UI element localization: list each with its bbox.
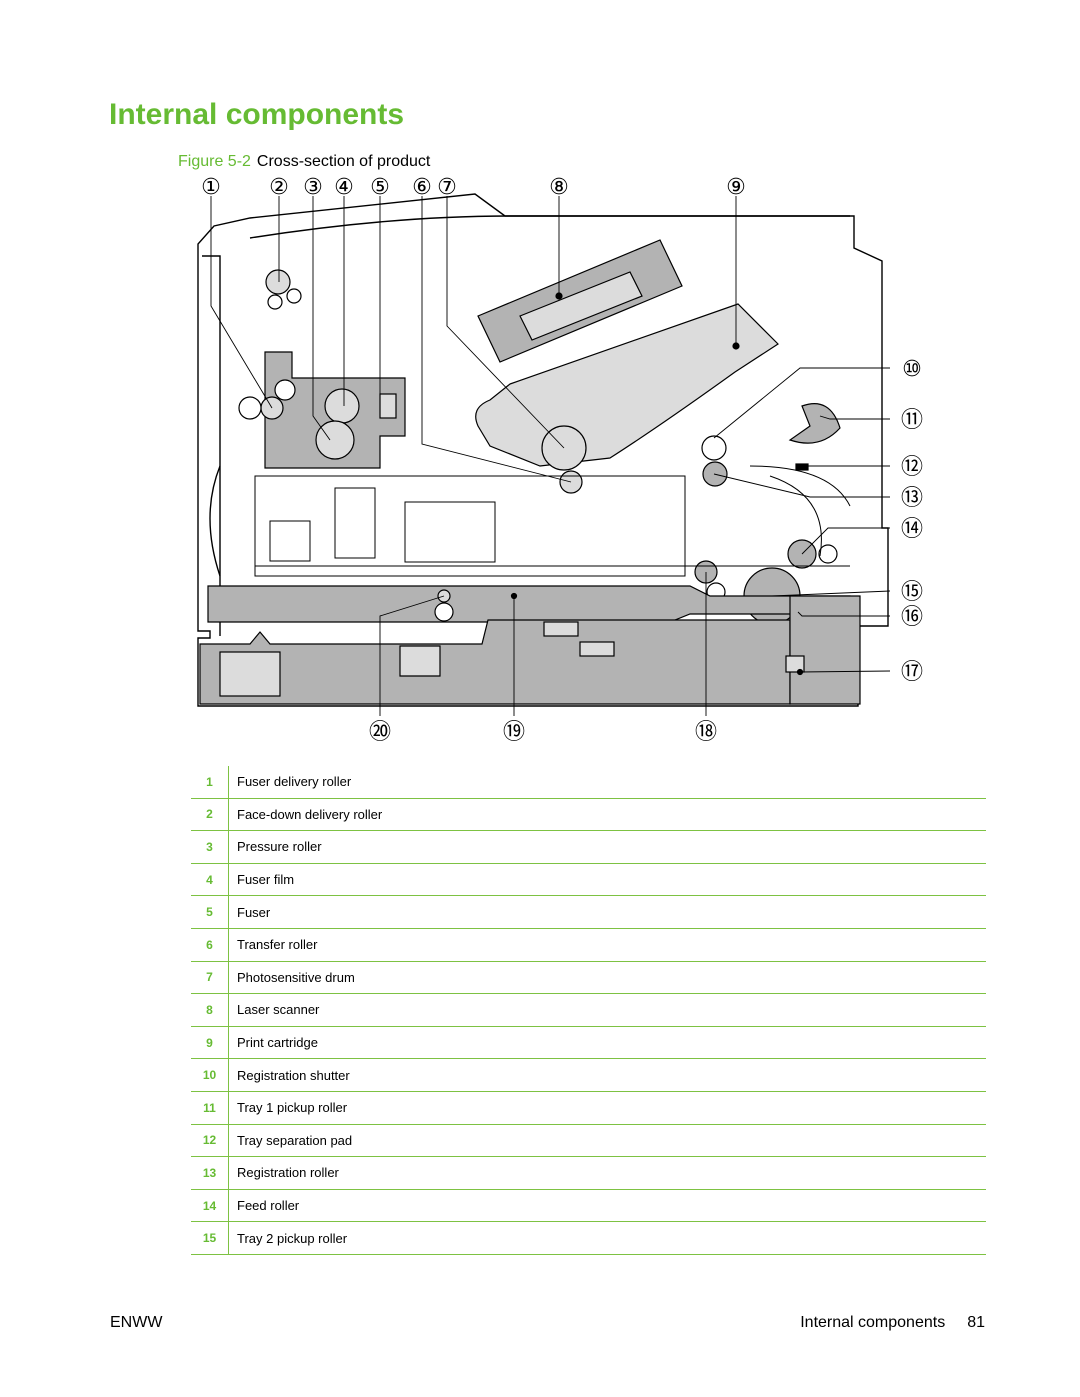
legend-label: Fuser delivery roller: [228, 766, 986, 799]
callout-19: ⑲: [503, 720, 525, 745]
legend-number: 12: [191, 1124, 229, 1158]
legend-number: 11: [191, 1091, 229, 1125]
fuser-shape: [238, 351, 406, 469]
callout-5: ⑤: [370, 176, 390, 200]
legend-number: 9: [191, 1026, 229, 1060]
legend-label: Registration roller: [228, 1156, 986, 1190]
delivery-rollers: [265, 269, 302, 310]
legend-label: Registration shutter: [228, 1058, 986, 1092]
leader-lines: [210, 196, 891, 716]
rear-curve: [209, 465, 221, 577]
callout-6: ⑥: [412, 176, 432, 200]
legend-number: 1: [191, 766, 229, 799]
callout-10: ⑩: [902, 357, 922, 382]
callout-9: ⑨: [726, 176, 746, 200]
footer-enww: ENWW: [110, 1314, 163, 1331]
legend-label: Laser scanner: [228, 993, 986, 1027]
legend-number: 3: [191, 830, 229, 864]
legend-number: 2: [191, 798, 229, 832]
legend-label: Photosensitive drum: [228, 961, 986, 995]
engine-area: [254, 465, 851, 577]
figure-title: Cross-section of product: [256, 153, 431, 170]
callout-4: ④: [334, 176, 354, 200]
legend-label: Fuser: [228, 895, 986, 929]
legend-label: Feed roller: [228, 1189, 986, 1223]
legend-number: 5: [191, 895, 229, 929]
callout-15: ⑮: [901, 580, 923, 605]
drum-shape: [541, 425, 587, 494]
legend-label: Tray 2 pickup roller: [228, 1221, 986, 1255]
legend-number: 4: [191, 863, 229, 897]
legend-label: Tray 1 pickup roller: [228, 1091, 986, 1125]
legend-label: Fuser film: [228, 863, 986, 897]
callout-14: ⑭: [901, 517, 923, 542]
callout-20: ⑳: [369, 720, 391, 745]
callout-labels: ① ② ③ ④ ⑤ ⑥ ⑦ ⑧ ⑨ ⑩ ⑪ ⑫ ⑬ ⑭ ⑮ ⑯ ⑰ ⑱ ⑲ ⑳: [201, 176, 923, 745]
callout-7: ⑦: [437, 176, 457, 200]
callout-13: ⑬: [901, 486, 923, 511]
legend-label: Face-down delivery roller: [228, 798, 986, 832]
rear-panel: [202, 255, 221, 636]
page-heading: Internal components: [109, 98, 405, 131]
figure-caption: Figure 5-2 Cross-section of product: [178, 154, 430, 170]
legend-number: 6: [191, 928, 229, 962]
callout-18: ⑱: [695, 720, 717, 745]
top-cover: [249, 215, 850, 239]
legend-label: Print cartridge: [228, 1026, 986, 1060]
legend-number: 7: [191, 961, 229, 995]
callout-8: ⑧: [549, 176, 569, 200]
footer-page-number: 81: [967, 1314, 985, 1331]
callout-1: ①: [201, 176, 221, 200]
legend-number: 15: [191, 1221, 229, 1255]
footer-section-title: Internal components: [800, 1314, 946, 1331]
callout-2: ②: [269, 176, 289, 200]
callout-17: ⑰: [901, 660, 923, 685]
paper-tray: [199, 595, 861, 705]
callout-11: ⑪: [901, 408, 923, 433]
figure-label: Figure 5-2: [178, 153, 251, 170]
legend-label: Tray separation pad: [228, 1124, 986, 1158]
cross-section-diagram: ① ② ③ ④ ⑤ ⑥ ⑦ ⑧ ⑨ ⑩ ⑪ ⑫ ⑬ ⑭ ⑮ ⑯ ⑰ ⑱ ⑲ ⑳: [190, 176, 930, 746]
cross-section-svg: ① ② ③ ④ ⑤ ⑥ ⑦ ⑧ ⑨ ⑩ ⑪ ⑫ ⑬ ⑭ ⑮ ⑯ ⑰ ⑱ ⑲ ⑳: [197, 176, 923, 745]
legend-number: 14: [191, 1189, 229, 1223]
callout-3: ③: [303, 176, 323, 200]
callout-12: ⑫: [901, 455, 923, 480]
legend-label: Pressure roller: [228, 830, 986, 864]
footer-page-info: Internal components 81: [800, 1314, 985, 1332]
legend-number: 13: [191, 1156, 229, 1190]
legend-number: 10: [191, 1058, 229, 1092]
legend-label: Transfer roller: [228, 928, 986, 962]
legend-number: 8: [191, 993, 229, 1027]
callout-16: ⑯: [901, 605, 923, 630]
feed-rollers: [694, 403, 841, 625]
